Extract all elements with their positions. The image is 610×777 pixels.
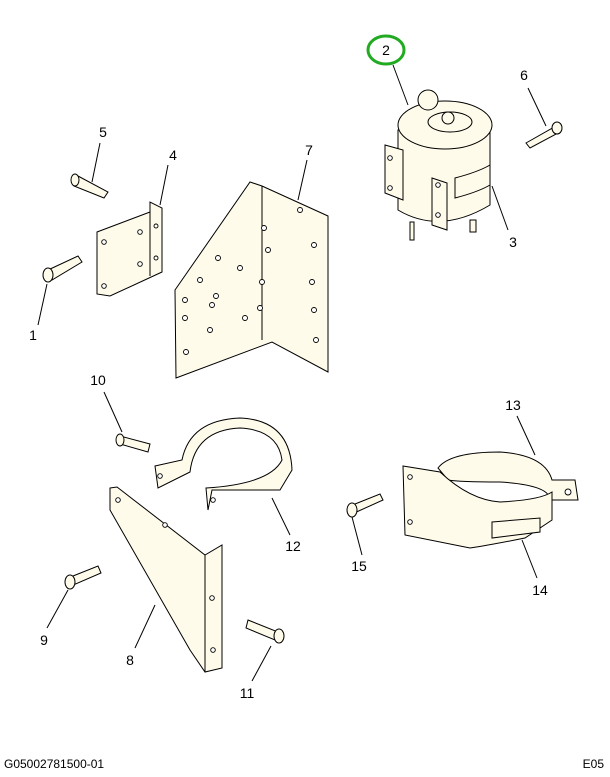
callout-15[interactable]: 15: [351, 516, 367, 574]
svg-text:7: 7: [305, 142, 313, 158]
part-3-clamp[interactable]: [384, 144, 491, 231]
svg-text:12: 12: [285, 538, 301, 554]
callout-5[interactable]: 5: [91, 124, 107, 183]
callout-10[interactable]: 10: [90, 372, 123, 433]
part-6-bolt[interactable]: [525, 121, 563, 149]
part-12-strap[interactable]: [154, 417, 293, 511]
callout-13[interactable]: 13: [505, 397, 536, 456]
callout-1[interactable]: 1: [29, 283, 48, 343]
svg-text:14: 14: [532, 582, 548, 598]
svg-text:10: 10: [90, 372, 106, 388]
svg-text:3: 3: [509, 234, 517, 250]
svg-text:1: 1: [29, 327, 37, 343]
part-4-small-bracket[interactable]: [96, 201, 163, 297]
callout-2[interactable]: 2: [366, 34, 409, 106]
callout-9[interactable]: 9: [40, 589, 69, 648]
figure-id: G05002781500-01: [4, 757, 105, 771]
part-1-bolt[interactable]: [42, 255, 83, 283]
part-13-strap[interactable]: [437, 451, 579, 501]
callout-7[interactable]: 7: [297, 142, 313, 201]
callout-3[interactable]: 3: [491, 185, 517, 250]
svg-text:9: 9: [40, 632, 48, 648]
part-2-reservoir[interactable]: [397, 89, 493, 241]
svg-text:6: 6: [520, 67, 528, 83]
part-9-bolt[interactable]: [64, 565, 102, 590]
svg-text:5: 5: [99, 124, 107, 140]
part-14-bracket[interactable]: [402, 465, 553, 549]
part-11-bolt[interactable]: [245, 619, 285, 644]
callout-2-highlight-ring: [366, 34, 406, 66]
svg-text:13: 13: [505, 397, 521, 413]
callout-12[interactable]: 12: [271, 497, 301, 554]
callout-4[interactable]: 4: [159, 147, 177, 206]
part-8-bracket[interactable]: [109, 486, 223, 673]
part-15-bolt[interactable]: [346, 493, 384, 518]
part-5-bolt[interactable]: [70, 173, 109, 199]
part-7-angle-bracket[interactable]: [174, 181, 329, 379]
svg-text:15: 15: [351, 558, 367, 574]
callout-8[interactable]: 8: [126, 604, 156, 668]
callout-14[interactable]: 14: [521, 539, 548, 598]
svg-text:8: 8: [126, 652, 134, 668]
callout-11[interactable]: 11: [240, 645, 272, 701]
svg-text:2: 2: [382, 42, 390, 58]
svg-text:4: 4: [169, 147, 177, 163]
page-code: E05: [582, 757, 604, 771]
callout-6[interactable]: 6: [520, 67, 547, 127]
svg-text:11: 11: [240, 685, 255, 701]
part-10-bolt[interactable]: [115, 433, 151, 453]
